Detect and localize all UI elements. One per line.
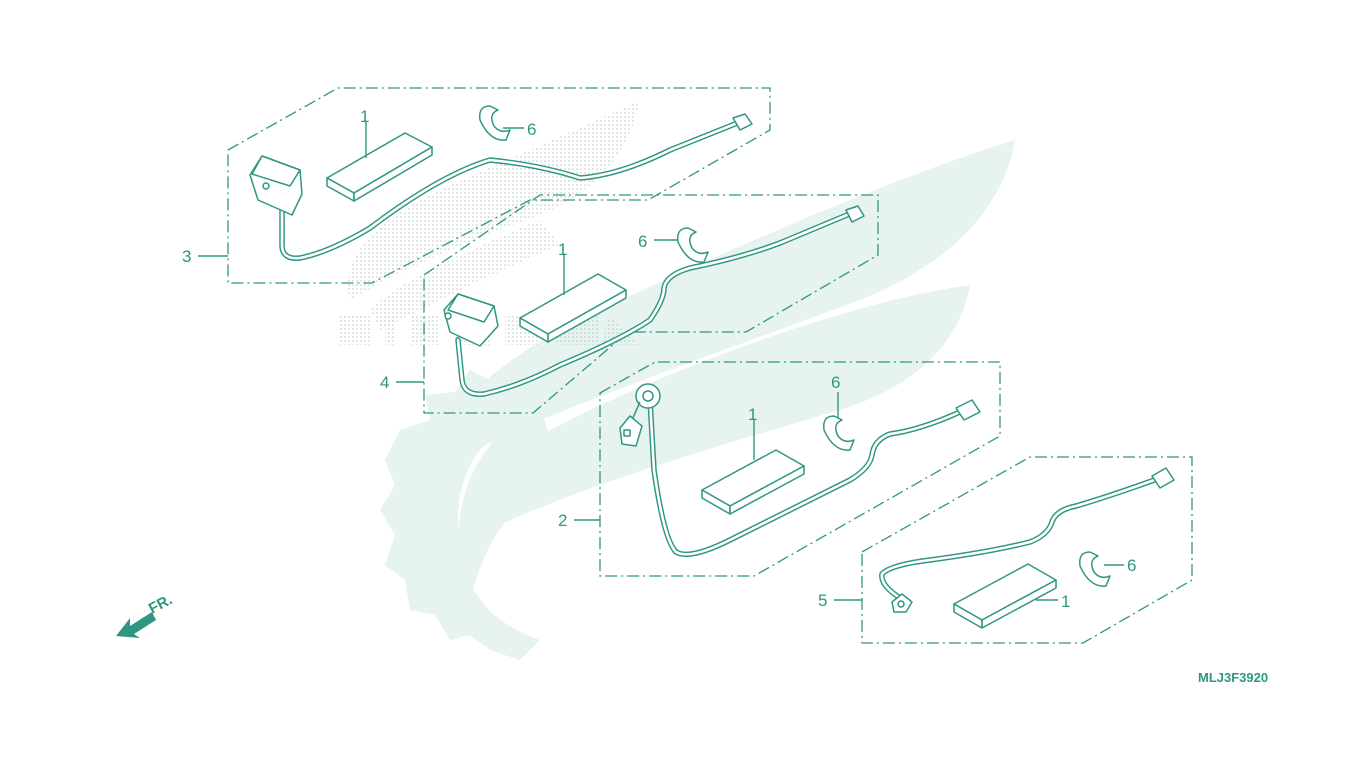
group-4-ref-label: 4: [380, 373, 389, 392]
watermark-logo: [340, 100, 1015, 660]
group-3-connector: [732, 113, 753, 131]
group-2-boundary: [599, 361, 1001, 577]
group-2-plug: [619, 415, 643, 447]
group-4-part-6-label: 6: [638, 232, 647, 251]
group-5-part-1-pad: [953, 563, 1057, 629]
group-3-part-1-pad: [326, 132, 433, 202]
group-2-part-1-pad: [701, 449, 805, 515]
group-2-connector: [955, 399, 981, 421]
group-5-connector: [1151, 467, 1175, 489]
diagram-code: MLJ3F3920: [1198, 670, 1268, 685]
group-3-part-6-label: 6: [527, 120, 536, 139]
group-2: 1 6 2: [558, 361, 1001, 577]
group-3-part-1-label: 1: [360, 107, 369, 126]
group-5: 1 6 5: [818, 456, 1193, 644]
front-arrow-indicator: FR.: [116, 591, 175, 638]
group-4-boundary: [423, 194, 879, 414]
group-4-part-1-label: 1: [558, 240, 567, 259]
group-3-boundary: [227, 87, 771, 284]
group-2-part-6-clip: [822, 415, 855, 451]
group-2-part-1-label: 1: [748, 405, 757, 424]
group-4: 1 6 4: [380, 194, 879, 414]
group-2-ref-label: 2: [558, 511, 567, 530]
gear-watermark: [380, 360, 540, 660]
group-4-control-unit: [443, 293, 499, 347]
group-3-control-unit: [249, 155, 303, 216]
group-4-connector: [845, 205, 865, 223]
group-5-boundary: [861, 456, 1193, 644]
group-5-ref-label: 5: [818, 591, 827, 610]
group-5-part-6-label: 6: [1127, 556, 1136, 575]
group-5-part-6-clip: [1078, 551, 1111, 587]
group-3-ref-label: 3: [182, 247, 191, 266]
wing-watermark: [438, 140, 1015, 600]
group-3-part-6-clip: [478, 105, 511, 141]
group-4-part-6-clip: [676, 227, 709, 263]
group-4-part-1-pad: [519, 273, 627, 343]
group-5-sensor: [891, 593, 913, 613]
group-5-part-1-label: 1: [1061, 592, 1070, 611]
group-3: 1 6 3: [182, 87, 771, 284]
front-arrow-icon: [116, 612, 156, 638]
group-2-grommet: [631, 383, 661, 421]
group-2-part-6-label: 6: [831, 373, 840, 392]
